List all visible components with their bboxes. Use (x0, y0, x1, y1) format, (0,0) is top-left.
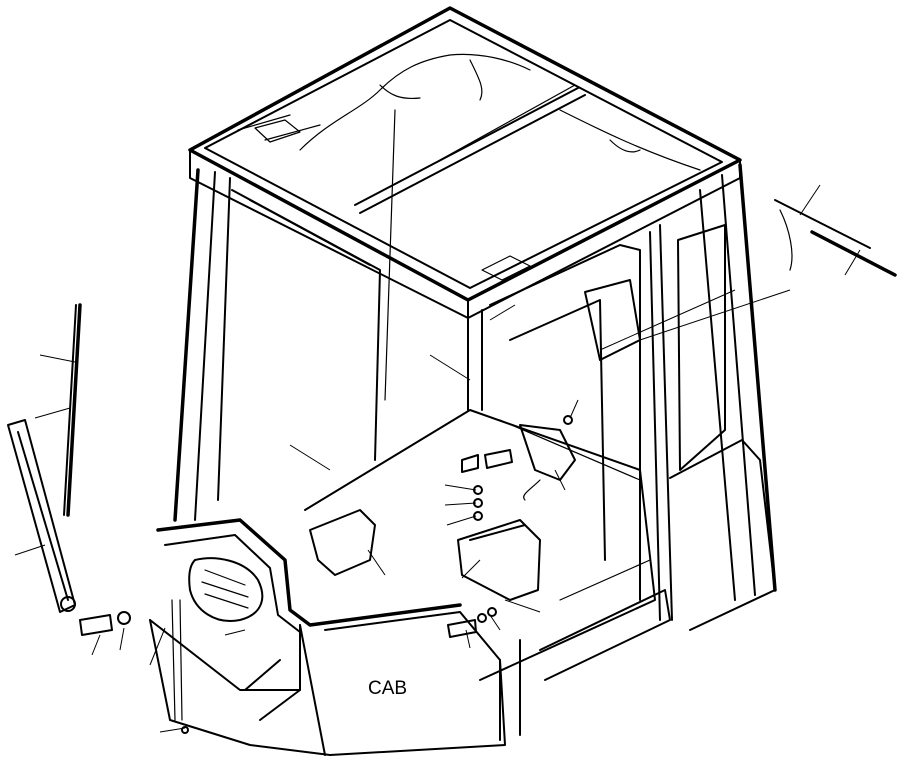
side-frame (467, 244, 671, 741)
front-pillar (173, 168, 381, 522)
switch-assembly (519, 424, 576, 501)
rear-pillar (649, 163, 777, 631)
front-console (149, 509, 506, 756)
wiper-assembly-right (774, 199, 897, 277)
cab-label: CAB (368, 678, 408, 699)
harness (171, 84, 576, 734)
heater-unit (457, 519, 541, 601)
wiper-blade-left (63, 303, 82, 517)
wiper-arm-left (7, 419, 76, 613)
leader-lines (14, 184, 861, 733)
roof-frame (188, 6, 742, 319)
